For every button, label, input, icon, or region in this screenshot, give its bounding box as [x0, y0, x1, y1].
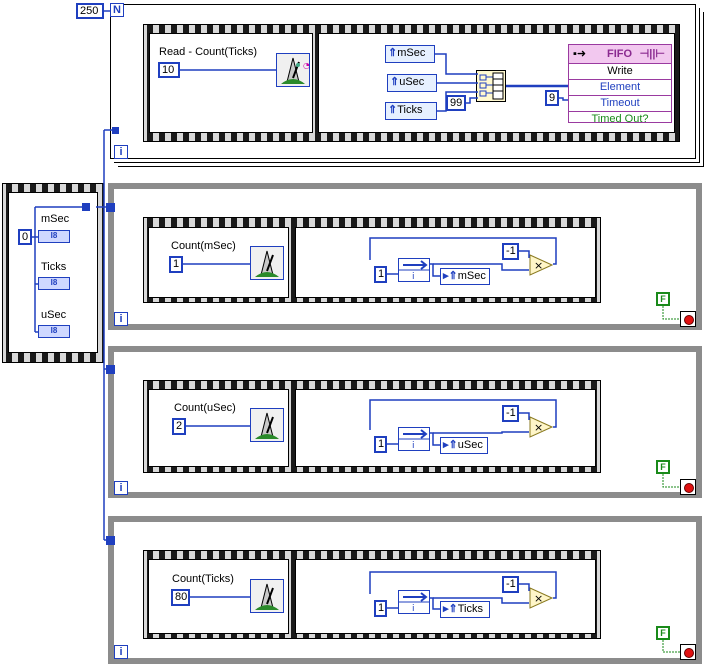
while-1-neg-one[interactable]: -1 — [502, 243, 519, 260]
uSec-indicator-label: uSec — [41, 309, 67, 321]
while-2-metronome-icon[interactable] — [250, 408, 284, 442]
read-count-node-title: Read - Count(Ticks) — [159, 46, 258, 58]
svg-text:i: i — [412, 441, 415, 450]
fifo-method: Write — [569, 64, 671, 80]
local-var-arrow-icon: ⇑ — [390, 76, 400, 88]
while-3-stop-terminal[interactable] — [680, 644, 696, 660]
fifo-write-node[interactable]: ▪➜ FIFO ⊣||⊢ Write Element Timeout Timed… — [568, 44, 672, 125]
loop-count-constant[interactable]: 250 — [76, 3, 104, 19]
while-1-multiply-icon[interactable]: × — [529, 254, 554, 276]
svg-text:i: i — [412, 272, 415, 281]
for-loop-iteration-terminal[interactable]: i — [114, 145, 128, 159]
while-2-node-title: Count(uSec) — [174, 402, 236, 414]
svg-text:×: × — [534, 259, 543, 272]
while-3-multiply-icon[interactable]: × — [529, 587, 554, 609]
fifo-terminal-timeout[interactable]: Timeout — [569, 96, 671, 112]
while-1-iteration-terminal[interactable]: i — [114, 312, 128, 326]
local-var-arrow-icon: ⇑ — [388, 104, 398, 116]
ticks-indicator[interactable]: I8 — [38, 277, 70, 290]
while-3-shift-register[interactable]: i — [398, 590, 430, 614]
fifo-fifo-icon: ⊣||⊢ — [639, 48, 665, 60]
local-var-arrow-icon: ⇑ — [388, 47, 398, 59]
metronome-timer-icon[interactable]: ◔ — [276, 53, 310, 87]
while-1-node-title: Count(mSec) — [171, 240, 236, 252]
while-2-local-variable[interactable]: ▸⇑uSec — [440, 437, 488, 454]
timer-input-constant[interactable]: 10 — [158, 62, 180, 78]
while-3-local-variable[interactable]: ▸⇑Ticks — [440, 601, 490, 618]
loop-count-terminal[interactable]: N — [110, 3, 124, 17]
while-2-timer-input[interactable]: 2 — [172, 418, 186, 435]
while-2-iteration-terminal[interactable]: i — [114, 481, 128, 495]
svg-text:×: × — [534, 592, 543, 605]
mSec-label: mSec — [397, 47, 426, 59]
while-2-neg-one[interactable]: -1 — [502, 405, 519, 422]
while-1-metronome-icon[interactable] — [250, 246, 284, 280]
uSec-indicator[interactable]: I8 — [38, 325, 70, 338]
while-2-multiply-icon[interactable]: × — [529, 416, 554, 438]
while-3-neg-one[interactable]: -1 — [502, 576, 519, 593]
while-2-shift-register[interactable]: i — [398, 427, 430, 451]
while-3-node-title: Count(Ticks) — [172, 573, 234, 585]
build-array-node[interactable] — [476, 70, 506, 102]
while-3-const-one[interactable]: 1 — [374, 600, 387, 617]
ticks-local-variable[interactable]: ⇑Ticks — [385, 102, 437, 120]
while-3-metronome-icon[interactable] — [250, 579, 284, 613]
while-1-stop-terminal[interactable] — [680, 311, 696, 327]
while-2-local-label: uSec — [457, 439, 483, 451]
while-1-local-label: mSec — [457, 270, 486, 282]
while-1-false-constant[interactable]: F — [656, 292, 670, 306]
mSec-indicator-label: mSec — [41, 213, 70, 225]
while-2-const-one[interactable]: 1 — [374, 436, 387, 453]
fifo-title: FIFO — [607, 48, 633, 60]
uSec-label: uSec — [399, 76, 425, 88]
while-1-local-variable[interactable]: ▸⇑mSec — [440, 268, 490, 285]
fifo-header: ▪➜ FIFO ⊣||⊢ — [569, 45, 671, 64]
ticks-label: Ticks — [397, 104, 423, 116]
svg-text:×: × — [534, 421, 543, 434]
while-3-iteration-terminal[interactable]: i — [114, 645, 128, 659]
local-var-arrow-icon: ▸⇑ — [443, 603, 458, 615]
while-1-shift-register[interactable]: i — [398, 258, 430, 282]
mSec-local-variable[interactable]: ⇑mSec — [385, 45, 435, 63]
svg-text:i: i — [412, 604, 415, 613]
svg-text:◔: ◔ — [303, 61, 309, 70]
while-2-false-constant[interactable]: F — [656, 460, 670, 474]
while-1-timer-input[interactable]: 1 — [169, 256, 183, 273]
while-3-local-label: Ticks — [457, 603, 484, 615]
mSec-indicator[interactable]: I8 — [38, 230, 70, 243]
while-3-false-constant[interactable]: F — [656, 626, 670, 640]
timeout-constant[interactable]: 9 — [545, 90, 559, 106]
init-zero-constant[interactable]: 0 — [18, 229, 32, 245]
while-1-const-one[interactable]: 1 — [374, 266, 387, 283]
ticks-indicator-label: Ticks — [41, 261, 67, 273]
while-3-timer-input[interactable]: 80 — [171, 589, 190, 606]
array-size-constant[interactable]: 99 — [446, 95, 466, 111]
local-var-arrow-icon: ▸⇑ — [443, 439, 458, 451]
uSec-local-variable[interactable]: ⇑uSec — [387, 74, 437, 92]
local-var-arrow-icon: ▸⇑ — [443, 270, 458, 282]
fifo-terminal-timed-out[interactable]: Timed Out? — [591, 113, 649, 125]
fifo-arrow-icon: ▪➜ — [573, 48, 587, 60]
while-2-stop-terminal[interactable] — [680, 479, 696, 495]
fifo-terminal-element[interactable]: Element — [569, 80, 671, 96]
